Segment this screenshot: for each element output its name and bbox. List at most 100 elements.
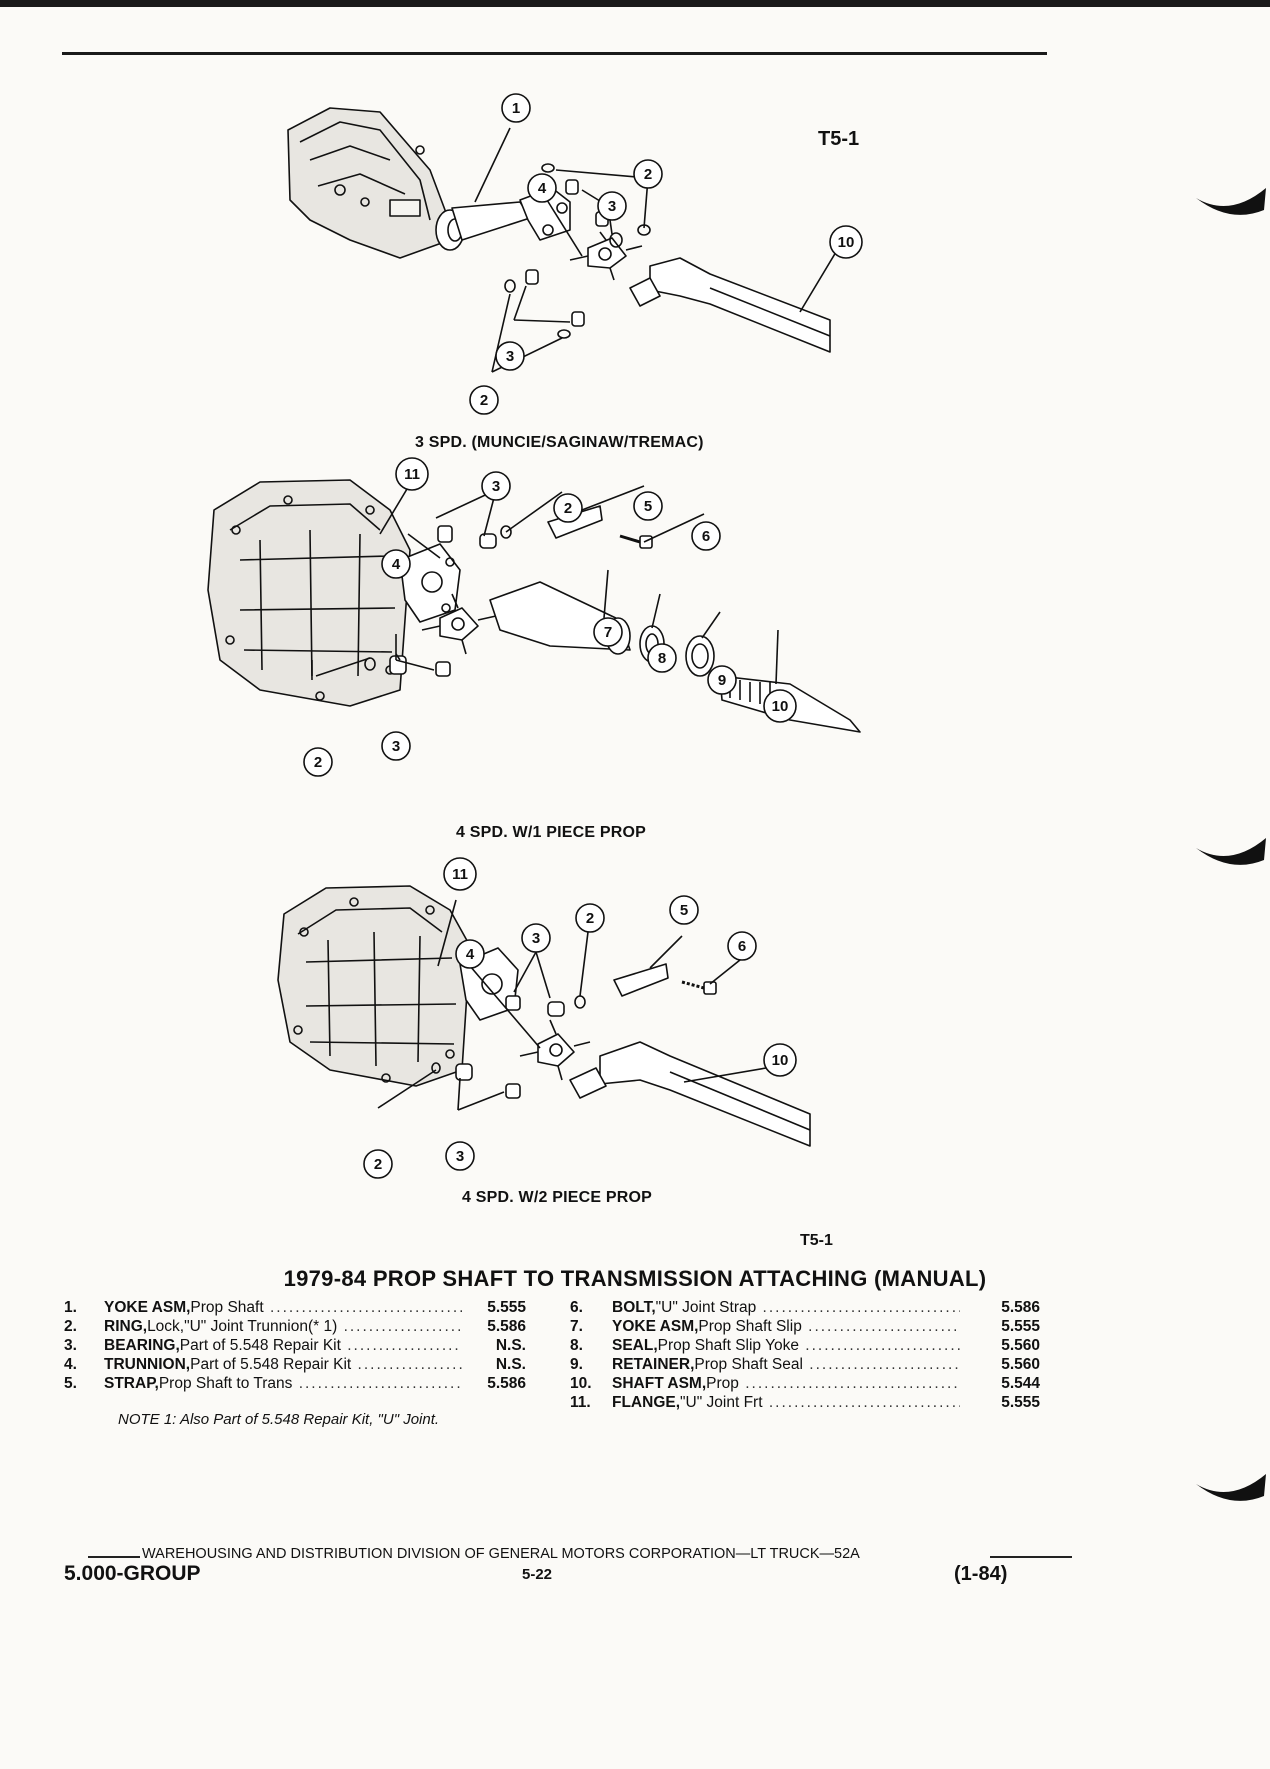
callout-3: 3 [521,923,551,953]
part-description: Part of 5.548 Repair Kit [179,1337,341,1354]
callout-10: 10 [829,225,863,259]
part-description: Lock,"U" Joint Trunnion(* 1) [147,1318,338,1335]
svg-text:4: 4 [538,180,547,197]
part-row: 9. RETAINER, Prop Shaft Seal ...........… [570,1355,1040,1374]
part-row: 6. BOLT, "U" Joint Strap ...............… [570,1298,1040,1317]
callout-5: 5 [633,491,663,521]
part-name: TRUNNION, [104,1356,191,1373]
part-number: 10. [570,1375,592,1392]
part-row: 2. RING, Lock,"U" Joint Trunnion(* 1) ..… [64,1317,526,1336]
svg-text:11: 11 [452,866,468,883]
part-number: 3. [64,1337,77,1354]
svg-text:2: 2 [586,910,594,927]
part-code: 5.555 [487,1299,526,1316]
part-name: FLANGE, [612,1394,681,1411]
callout-2: 2 [575,903,605,933]
leader-dots: ........................................… [745,1375,960,1392]
part-description: "U" Joint Strap [655,1299,757,1316]
footer-group: 5.000-GROUP [64,1562,201,1585]
part-code: 5.560 [1001,1356,1040,1373]
binder-mark-icon [1196,838,1266,865]
svg-text:3: 3 [608,198,616,215]
part-description: Prop Shaft Slip [698,1318,802,1335]
svg-text:4: 4 [466,946,475,963]
callout-2: 2 [553,493,583,523]
leader-dots: ........................................… [269,1299,462,1316]
figure-code-top: T5-1 [818,128,860,150]
figure-4spd-2piece-drawing: 11 4 3 2 5 6 10 2 3 [277,857,811,1179]
part-name: RING, [104,1318,148,1335]
callout-3: 3 [495,341,525,371]
part-number: 8. [570,1337,583,1354]
part-description: Prop Shaft Seal [694,1356,803,1373]
svg-text:2: 2 [314,754,322,771]
callout-4: 4 [381,549,411,579]
part-row: 7. YOKE ASM, Prop Shaft Slip ...........… [570,1317,1040,1336]
svg-text:6: 6 [738,938,746,955]
callout-2: 2 [633,159,663,189]
part-number: 4. [64,1356,77,1373]
svg-text:2: 2 [374,1156,382,1173]
callout-2: 2 [469,385,499,415]
part-number: 6. [570,1299,583,1316]
leader-dots: ........................................… [343,1318,462,1335]
callout-9: 9 [707,665,737,695]
part-number: 5. [64,1375,77,1392]
part-code: 5.560 [1001,1337,1040,1354]
svg-text:6: 6 [702,528,710,545]
leader-dots: ........................................… [808,1318,960,1335]
svg-text:10: 10 [772,698,789,715]
part-code: 5.555 [1001,1318,1040,1335]
part-code: 5.544 [1001,1375,1040,1392]
footer-rule-left [88,1556,140,1558]
part-name: YOKE ASM, [612,1318,699,1335]
leader-dots: ........................................… [347,1337,462,1354]
svg-text:10: 10 [838,234,855,251]
svg-text:11: 11 [404,466,420,483]
figure-4spd-1piece-drawing: 11 3 2 5 6 4 7 8 9 10 2 3 [207,457,861,777]
footer-rule-right [990,1556,1072,1558]
part-name: BEARING, [104,1337,180,1354]
svg-text:5: 5 [644,498,652,515]
part-number: 1. [64,1299,77,1316]
part-description: Prop Shaft to Trans [158,1375,293,1392]
part-code: N.S. [495,1337,526,1354]
part-code: 5.555 [1001,1394,1040,1411]
callout-10: 10 [763,689,797,723]
part-row: 11. FLANGE, "U" Joint Frt ..............… [570,1393,1040,1412]
part-code: 5.586 [487,1375,526,1392]
leader-dots: ........................................… [357,1356,462,1373]
leader-dots: ........................................… [768,1394,960,1411]
svg-text:3: 3 [492,478,500,495]
svg-text:3: 3 [506,348,514,365]
svg-text:3: 3 [392,738,400,755]
callout-3: 3 [481,471,511,501]
svg-text:10: 10 [772,1052,789,1069]
part-row: 10. SHAFT ASM, Prop ....................… [570,1374,1040,1393]
binder-mark-icon [1196,1474,1266,1501]
part-row: 4. TRUNNION, Part of 5.548 Repair Kit ..… [64,1355,526,1374]
part-number: 11. [570,1394,591,1411]
svg-text:5: 5 [680,902,688,919]
figure-3spd: 1 2 4 3 10 3 2 [270,90,910,440]
figure-4spd-2piece: 11 4 3 2 5 6 10 2 3 [270,857,890,1180]
svg-text:1: 1 [512,100,520,117]
svg-text:4: 4 [392,556,401,573]
footer-page-number: 5-22 [522,1566,553,1583]
figure-3spd-drawing: 1 2 4 3 10 3 2 [287,93,863,415]
footer-date: (1-84) [954,1563,1008,1585]
figure-code-bottom: T5-1 [800,1232,833,1249]
part-name: SEAL, [612,1337,658,1354]
svg-text:2: 2 [644,166,652,183]
part-name: YOKE ASM, [104,1299,191,1316]
callout-10: 10 [763,1043,797,1077]
callout-1: 1 [501,93,531,123]
callout-5: 5 [669,895,699,925]
part-description: Prop Shaft [190,1299,264,1316]
binder-mark-icon [1196,188,1266,215]
footnote: NOTE 1: Also Part of 5.548 Repair Kit, "… [118,1411,440,1428]
leader-dots: ........................................… [805,1337,960,1354]
figure-4spd-1piece-caption: 4 SPD. W/1 PIECE PROP [456,824,647,841]
part-name: STRAP, [104,1375,159,1392]
part-description: Part of 5.548 Repair Kit [190,1356,352,1373]
